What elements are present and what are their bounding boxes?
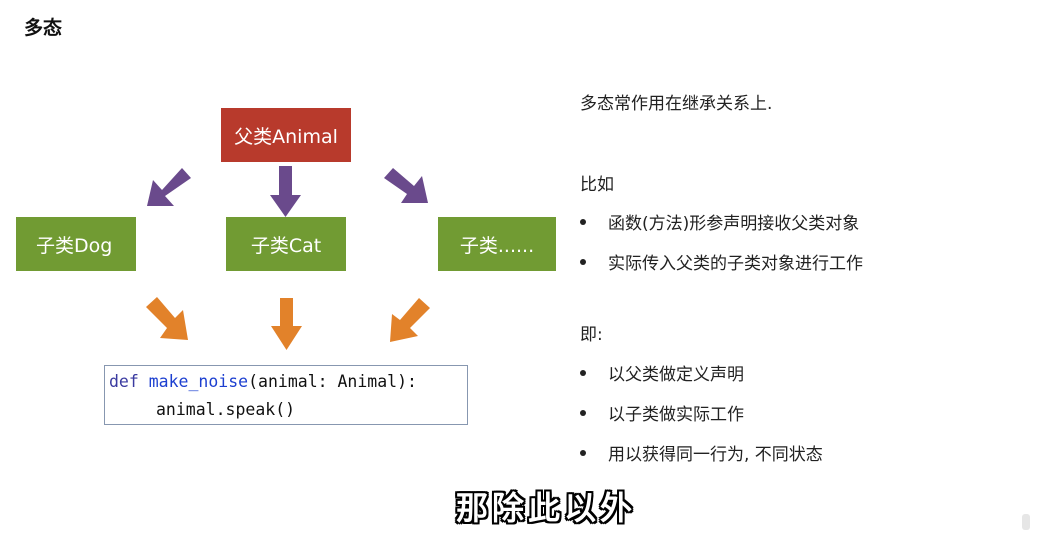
dog-to-code-arrow	[146, 297, 188, 340]
more-to-code-arrow	[390, 298, 430, 342]
parent-to-more-arrow	[384, 168, 428, 203]
bullet-dot	[580, 258, 586, 265]
code-line-1: def make_noise(animal: Animal):	[109, 368, 467, 396]
example-point-text: 函数(方法)形参声明接收父类对象	[608, 214, 860, 234]
example-point: 实际传入父类的子类对象进行工作	[580, 249, 863, 274]
slide-title: 多态	[24, 17, 63, 39]
intro-text: 多态常作用在继承关系上.	[580, 94, 773, 114]
summary-point: 以父类做定义声明	[580, 360, 744, 385]
example-point: 函数(方法)形参声明接收父类对象	[580, 209, 859, 234]
summary-heading: 即:	[580, 325, 603, 345]
summary-point-text: 用以获得同一行为, 不同状态	[608, 445, 823, 465]
summary-point-text: 以父类做定义声明	[608, 365, 744, 385]
code-block: def make_noise(animal: Animal): animal.sp…	[104, 365, 468, 425]
parent-to-dog-arrow	[147, 168, 191, 206]
child-class-node-more: 子类......	[438, 217, 556, 271]
summary-point: 以子类做实际工作	[580, 400, 744, 425]
example-point-text: 实际传入父类的子类对象进行工作	[608, 254, 863, 274]
summary-point-text: 以子类做实际工作	[608, 405, 744, 425]
video-caption: 那除此以外	[456, 489, 637, 527]
scroll-indicator	[1022, 514, 1030, 530]
cat-to-code-arrow	[271, 298, 302, 350]
parent-to-cat-arrow	[270, 166, 301, 217]
example-heading: 比如	[580, 175, 614, 195]
code-keyword: def	[109, 372, 139, 391]
code-line-2: animal.speak()	[156, 400, 296, 419]
parent-class-node: 父类Animal	[221, 108, 351, 162]
child-class-node-cat: 子类Cat	[226, 217, 346, 271]
code-signature: (animal: Animal):	[248, 372, 417, 391]
bullet-dot	[580, 218, 586, 225]
code-function-name: make_noise	[148, 372, 249, 391]
bullet-dot	[580, 369, 586, 376]
summary-point: 用以获得同一行为, 不同状态	[580, 440, 823, 465]
bullet-dot	[580, 449, 586, 456]
bullet-dot	[580, 409, 586, 416]
child-class-node-dog: 子类Dog	[16, 217, 136, 271]
